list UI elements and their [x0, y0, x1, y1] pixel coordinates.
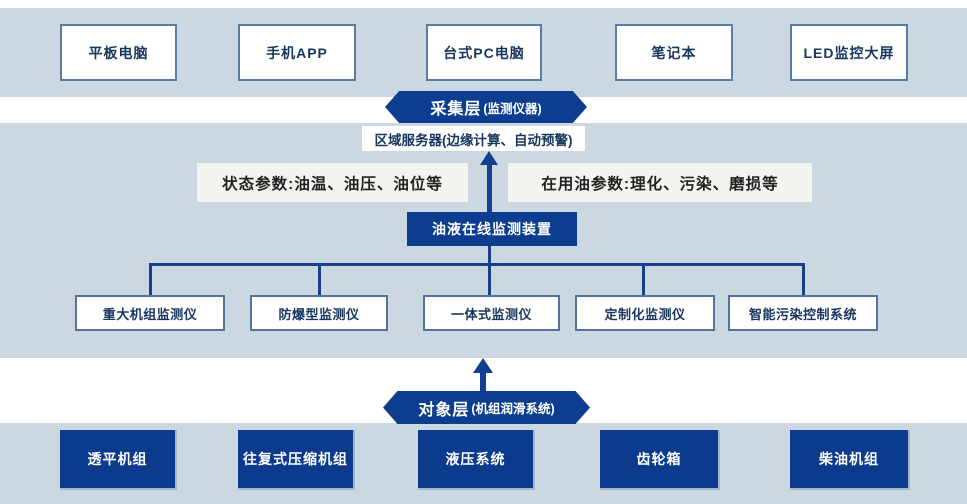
unit-label: 液压系统 — [445, 451, 506, 467]
regional-server-box: 区域服务器(边缘计算、自动预警) — [362, 126, 585, 151]
unit-box-hydraulic-system: 液压系统 — [418, 430, 535, 490]
monitor-label: 防爆型监测仪 — [278, 306, 360, 322]
connector-stem — [488, 246, 491, 295]
status-params-label: 状态参数:油温、油压、油位等 — [197, 163, 468, 202]
regional-server-label: 区域服务器(边缘计算、自动预警) — [374, 132, 573, 148]
monitor-label: 重大机组监测仪 — [102, 306, 198, 322]
unit-label: 往复式压缩机组 — [243, 451, 348, 467]
device-label: 手机APP — [266, 44, 328, 61]
device-box-tablet: 平板电脑 — [60, 24, 177, 81]
monitor-label: 智能污染控制系统 — [748, 306, 857, 322]
device-label: 平板电脑 — [88, 44, 149, 61]
object-layer-pill: 对象层 (机组润滑系统) — [383, 391, 590, 424]
up-arrow-icon — [480, 151, 498, 165]
device-label: 台式PC电脑 — [443, 44, 525, 61]
status-params-text: 状态参数:油温、油压、油位等 — [222, 175, 443, 193]
device-label: 笔记本 — [651, 44, 697, 61]
connector-drop — [149, 263, 152, 295]
unit-box-reciprocating-compressor: 往复式压缩机组 — [238, 430, 355, 490]
up-arrow-icon — [473, 358, 493, 373]
collection-layer-title: 采集层 — [430, 101, 482, 118]
unit-box-turbine: 透平机组 — [60, 430, 177, 490]
device-box-mobile-app: 手机APP — [238, 24, 356, 81]
unit-label: 透平机组 — [87, 451, 148, 467]
oil-params-label: 在用油参数:理化、污染、磨损等 — [508, 163, 812, 202]
monitor-label: 一体式监测仪 — [450, 306, 532, 322]
monitor-box-pollution-control: 智能污染控制系统 — [728, 295, 878, 331]
connector-drop — [802, 263, 805, 295]
device-box-laptop: 笔记本 — [615, 24, 733, 81]
unit-box-diesel-unit: 柴油机组 — [790, 430, 910, 490]
unit-label: 齿轮箱 — [636, 451, 682, 467]
monitor-box-explosion-proof: 防爆型监测仪 — [250, 295, 388, 331]
collection-layer-pill: 采集层 (监测仪器) — [385, 91, 587, 123]
connector-horizontal — [149, 263, 805, 266]
online-monitoring-device-label: 油液在线监测装置 — [432, 221, 552, 237]
monitor-box-customized: 定制化监测仪 — [575, 295, 715, 331]
monitor-box-integrated: 一体式监测仪 — [423, 295, 560, 331]
connector-drop — [318, 263, 321, 295]
object-layer-title: 对象层 — [418, 401, 470, 419]
device-box-led-screen: LED监控大屏 — [790, 24, 908, 81]
online-monitoring-device-box: 油液在线监测装置 — [407, 212, 577, 246]
monitor-box-major-unit: 重大机组监测仪 — [75, 295, 225, 331]
connector-drop — [642, 263, 645, 295]
unit-box-gearbox: 齿轮箱 — [600, 430, 720, 490]
monitor-label: 定制化监测仪 — [604, 306, 686, 322]
up-arrow-stem — [487, 163, 492, 212]
up-arrow-stem — [480, 372, 486, 392]
unit-label: 柴油机组 — [819, 451, 879, 467]
oil-params-text: 在用油参数:理化、污染、磨损等 — [541, 175, 779, 193]
object-layer-subtitle: (机组润滑系统) — [471, 402, 555, 416]
device-box-desktop-pc: 台式PC电脑 — [426, 24, 542, 81]
collection-layer-subtitle: (监测仪器) — [483, 101, 542, 116]
device-label: LED监控大屏 — [803, 44, 895, 61]
